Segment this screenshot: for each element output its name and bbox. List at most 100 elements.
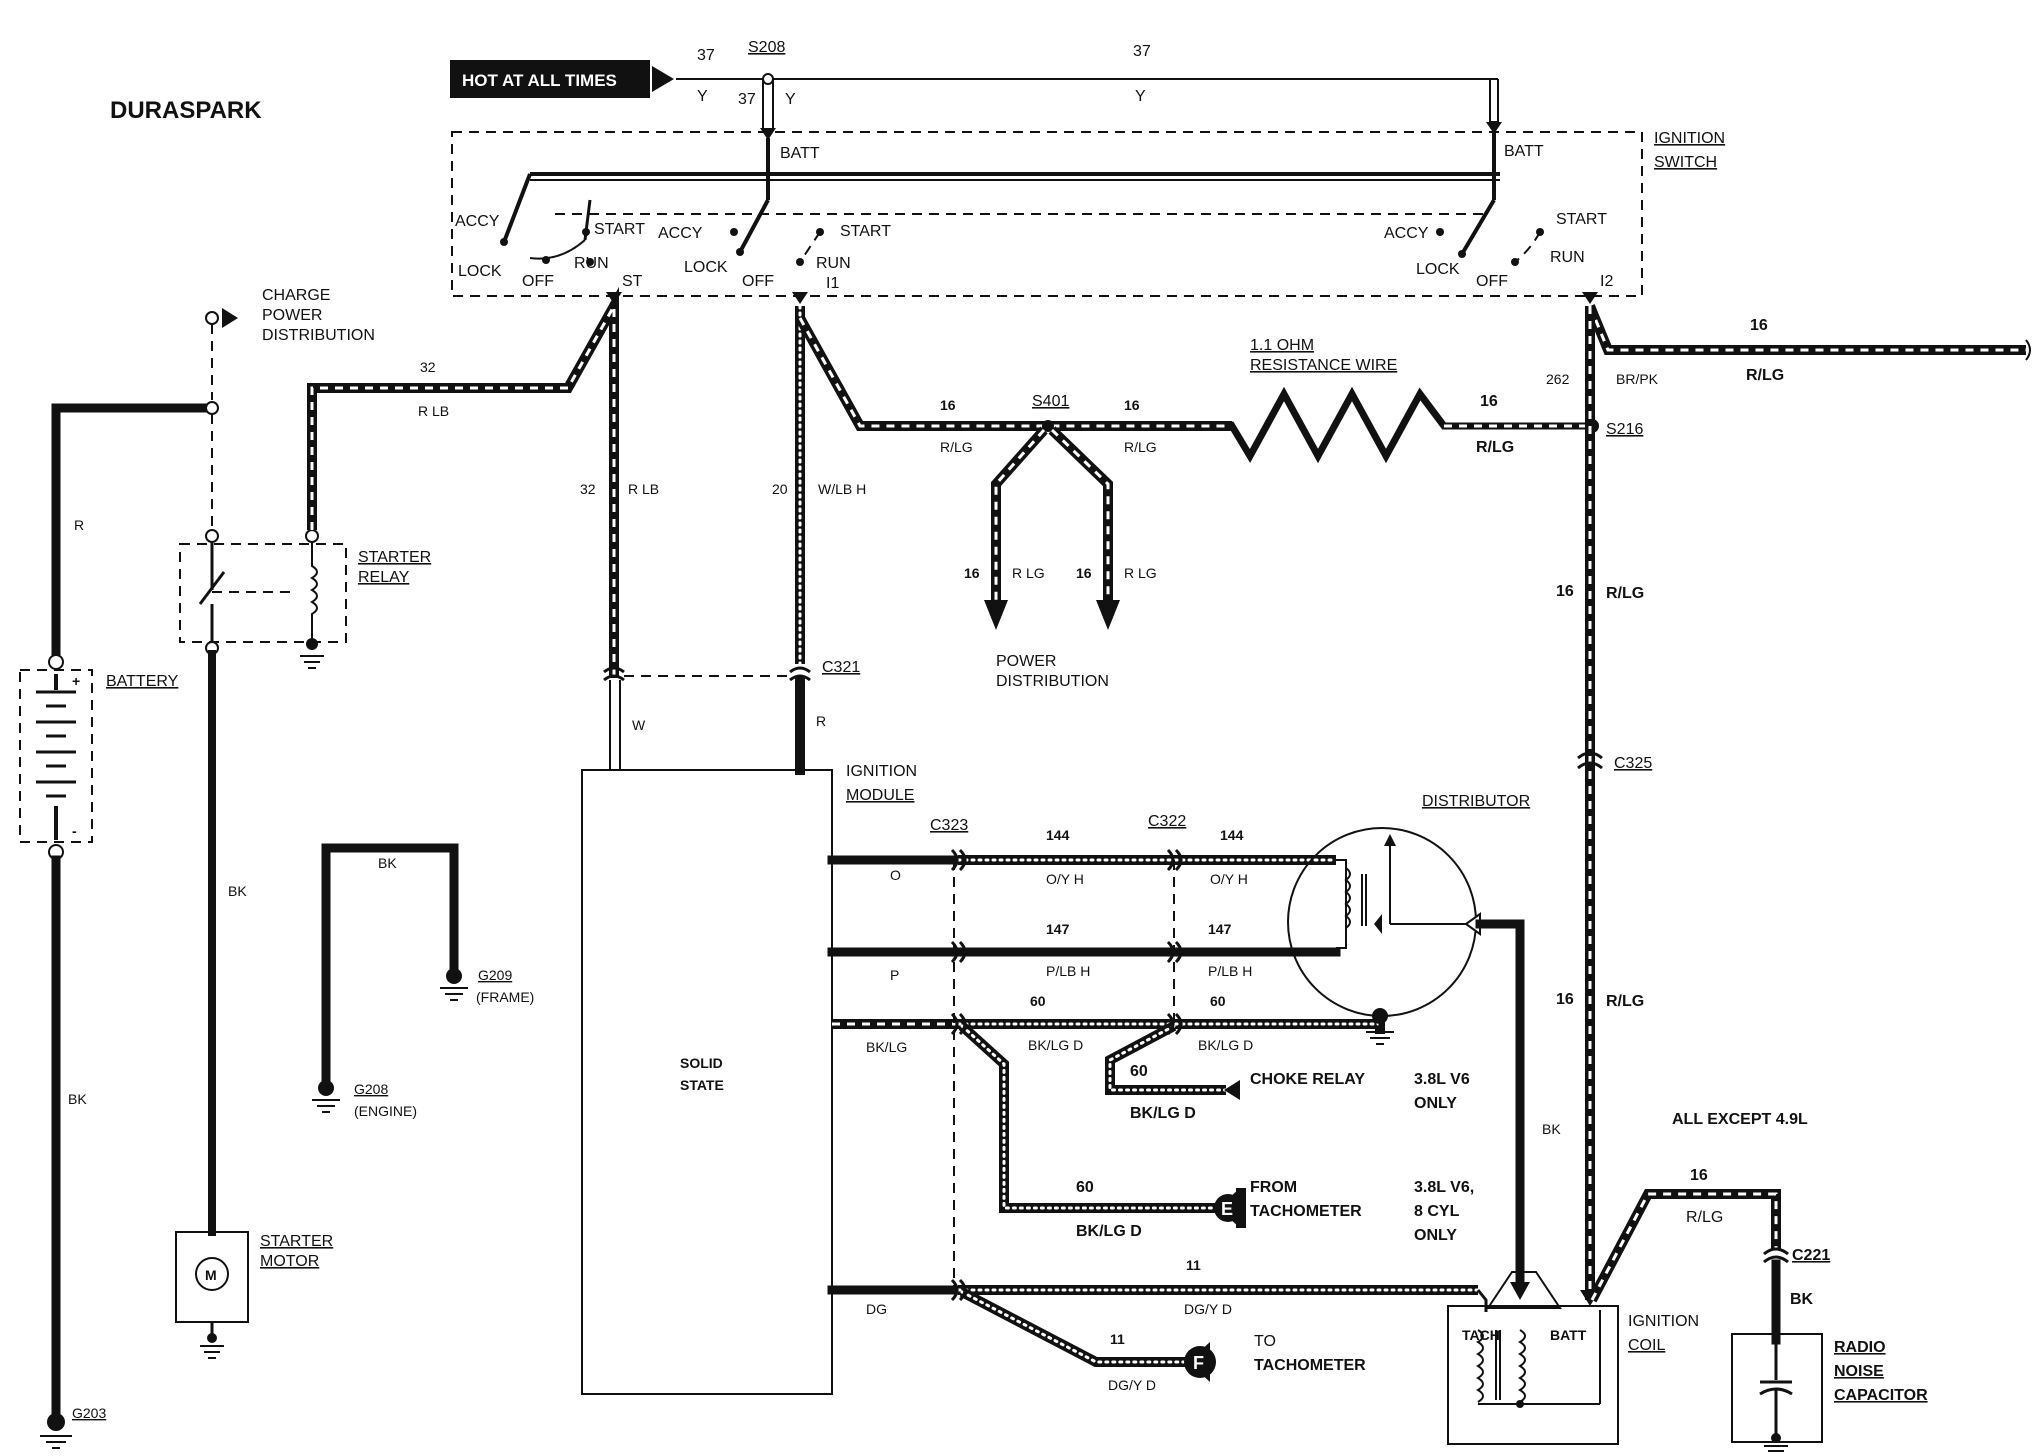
wire-oyh-label-a: O/Y H xyxy=(1046,871,1084,887)
wire-plbh-label-a: P/LB H xyxy=(1046,963,1090,979)
choke-relay-label: CHOKE RELAY xyxy=(1250,1071,1365,1088)
all-except-label: ALL EXCEPT 4.9L xyxy=(1672,1111,1808,1128)
connector-c321-label: C321 xyxy=(822,659,860,676)
wire-rlg-label-capacitor: R/LG xyxy=(1686,1209,1723,1226)
from-tach-note-1: 3.8L V6, xyxy=(1414,1179,1474,1196)
splice-s401 xyxy=(1042,420,1054,432)
wire-rlg-label-branch-b: R LG xyxy=(1124,565,1157,581)
svg-text:-: - xyxy=(72,823,77,839)
from-tach-label-1: FROM xyxy=(1250,1179,1297,1196)
from-tach-note-3: ONLY xyxy=(1414,1227,1457,1244)
radio-label-2: NOISE xyxy=(1834,1363,1884,1380)
wire-11-label-b: 11 xyxy=(1110,1331,1125,1347)
wire-16-label-branch-b: 16 xyxy=(1076,565,1092,581)
wire-r-label-module: R xyxy=(816,713,826,729)
wire-bk-label-loop: BK xyxy=(378,855,397,871)
wire-16-label-resistance: 16 xyxy=(1480,393,1498,410)
ignition-coil-label-2: COIL xyxy=(1628,1337,1665,1354)
wire-60-choke-branch xyxy=(1105,1021,1226,1095)
connector-c325 xyxy=(1577,751,1603,770)
switch-off-1: OFF xyxy=(522,273,554,290)
solid-state-label-2: STATE xyxy=(680,1077,724,1093)
wire-16-label-branch-a: 16 xyxy=(964,565,980,581)
wire-rlb-label-b: R LB xyxy=(628,481,659,497)
charge-label-1: CHARGE xyxy=(262,287,330,304)
connector-c221 xyxy=(1763,1247,1789,1264)
charge-label-2: POWER xyxy=(262,307,322,324)
wire-battery-positive xyxy=(51,403,217,665)
switch-off-3: OFF xyxy=(1476,273,1508,290)
ignition-module-label-1: IGNITION xyxy=(846,763,917,780)
wire-144-label-b: 144 xyxy=(1220,827,1244,843)
wire-bklgd-label-choke: BK/LG D xyxy=(1130,1105,1196,1122)
switch-batt-right: BATT xyxy=(1504,143,1544,160)
svg-text:+: + xyxy=(72,673,80,689)
ignition-switch-label-1: IGNITION xyxy=(1654,130,1725,147)
distributor-label: DISTRIBUTOR xyxy=(1422,793,1530,810)
wire-wlbh-label: W/LB H xyxy=(818,481,866,497)
ground-g208-note: (ENGINE) xyxy=(354,1103,417,1119)
starter-motor: M xyxy=(175,1231,249,1359)
switch-start-3: START xyxy=(1556,211,1607,228)
switch-lock-3: LOCK xyxy=(1416,261,1460,278)
wire-dg-label: DG xyxy=(866,1301,887,1317)
wire-11-label-a: 11 xyxy=(1186,1257,1201,1273)
wire-bk-label-coil: BK xyxy=(1542,1121,1561,1137)
switch-run-3: RUN xyxy=(1550,249,1585,266)
wire-rlg-label-resistance: R/LG xyxy=(1476,439,1514,456)
splice-s208-label: S208 xyxy=(748,39,785,56)
ground-g208-label: G208 xyxy=(354,1081,388,1097)
wire-60-label-b: 60 xyxy=(1210,993,1226,1009)
connector-c325-label: C325 xyxy=(1614,755,1652,772)
diagram-title: DURASPARK xyxy=(110,97,262,124)
wire-bk-coil-distributor xyxy=(1475,919,1525,1289)
switch-lock-2: LOCK xyxy=(684,259,728,276)
wire-bklg-label: BK/LG xyxy=(866,1039,907,1055)
from-tach-label-2: TACHOMETER xyxy=(1250,1203,1362,1220)
ground-g203 xyxy=(40,1413,72,1449)
battery-label: BATTERY xyxy=(106,673,179,690)
charge-label-3: DISTRIBUTION xyxy=(262,327,375,344)
wire-bk-label-starter: BK xyxy=(228,883,247,899)
ignition-coil-label-1: IGNITION xyxy=(1628,1313,1699,1330)
hot-at-all-times-label: HOT AT ALL TIMES xyxy=(462,71,617,90)
starter-motor-label-1: STARTER xyxy=(260,1233,333,1250)
switch-lock-1: LOCK xyxy=(458,263,502,280)
wire-16-label-vert-b: 16 xyxy=(1556,991,1574,1008)
wire-bklgd-label-tach: BK/LG D xyxy=(1076,1223,1142,1240)
switch-accy-3: ACCY xyxy=(1384,225,1429,242)
hot-at-all-times-tag: HOT AT ALL TIMES xyxy=(450,60,674,98)
wire-147-label-a: 147 xyxy=(1046,921,1070,937)
wire-bklgd-label-b: BK/LG D xyxy=(1198,1037,1253,1053)
wire-rlg-label-s401-left: R/LG xyxy=(940,439,973,455)
wire-37-hot xyxy=(676,73,1499,128)
wire-r-label-battery: R xyxy=(74,517,84,533)
connector-e: E xyxy=(1214,1188,1246,1228)
switch-i2: I2 xyxy=(1600,273,1613,290)
wire-y-label-c: Y xyxy=(1135,88,1146,105)
motor-symbol: M xyxy=(205,1267,217,1283)
wire-p-label: P xyxy=(890,967,899,983)
wire-bklgd-label-a: BK/LG D xyxy=(1028,1037,1083,1053)
solid-state-label-1: SOLID xyxy=(680,1055,723,1071)
resistance-label-1: 1.1 OHM xyxy=(1250,337,1314,354)
ground-g208 xyxy=(312,1080,340,1113)
wire-32-start xyxy=(307,286,619,678)
wire-16-i2-out xyxy=(1585,304,2026,355)
wire-16-label-capacitor: 16 xyxy=(1690,1167,1708,1184)
switch-off-2: OFF xyxy=(742,273,774,290)
coil-batt-label: BATT xyxy=(1550,1327,1587,1343)
wire-60-label-a: 60 xyxy=(1030,993,1046,1009)
ignition-module xyxy=(581,769,833,1395)
switch-start-1: START xyxy=(594,221,645,238)
wire-16-label-s401-right: 16 xyxy=(1124,397,1140,413)
to-tach-label-2: TACHOMETER xyxy=(1254,1357,1366,1374)
switch-i1: I1 xyxy=(826,275,839,292)
wire-262-label: 262 xyxy=(1546,371,1570,387)
wire-plbh-label-b: P/LB H xyxy=(1208,963,1252,979)
wire-brpk-label: BR/PK xyxy=(1616,371,1659,387)
connector-c321 xyxy=(603,666,811,682)
splice-s216-label: S216 xyxy=(1606,421,1643,438)
connector-c322 xyxy=(1166,848,1183,1036)
starter-relay-label-1: STARTER xyxy=(358,549,431,566)
